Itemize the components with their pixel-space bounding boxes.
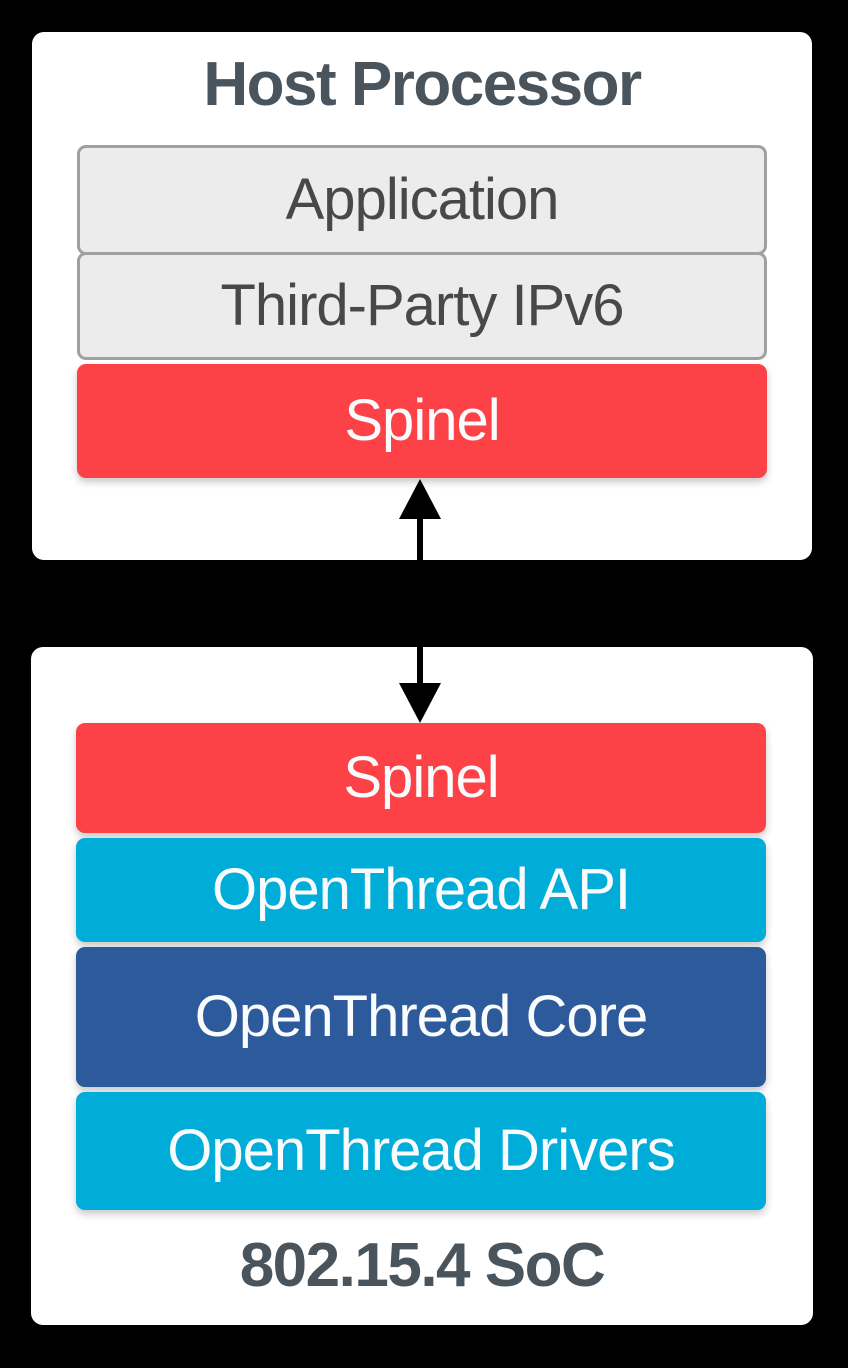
layer-application-label: Application — [285, 167, 560, 232]
layer-openthread-drivers: OpenThread Drivers — [76, 1092, 766, 1210]
layer-openthread-api: OpenThread API — [76, 838, 766, 942]
soc-card: Spinel OpenThread API OpenThread Core Op… — [31, 647, 813, 1325]
layer-application: Application — [77, 145, 767, 255]
layer-openthread-api-label: OpenThread API — [211, 857, 631, 922]
layer-spinel-soc: Spinel — [76, 723, 766, 833]
layer-spinel-host: Spinel — [77, 364, 767, 478]
layer-third-party-ipv6: Third-Party IPv6 — [77, 252, 767, 360]
soc-title: 802.15.4 SoC — [239, 1231, 606, 1300]
layer-third-party-ipv6-label: Third-Party IPv6 — [220, 273, 625, 338]
spinel-link-double-arrow-icon — [399, 479, 441, 723]
layer-openthread-core-label: OpenThread Core — [194, 984, 648, 1049]
layer-openthread-core: OpenThread Core — [76, 947, 766, 1087]
host-processor-card: Host Processor Application Third-Party I… — [32, 32, 812, 560]
layer-spinel-host-label: Spinel — [344, 388, 500, 453]
layer-openthread-drivers-label: OpenThread Drivers — [167, 1118, 675, 1183]
layer-spinel-soc-label: Spinel — [343, 745, 499, 810]
host-processor-title: Host Processor — [203, 50, 642, 119]
